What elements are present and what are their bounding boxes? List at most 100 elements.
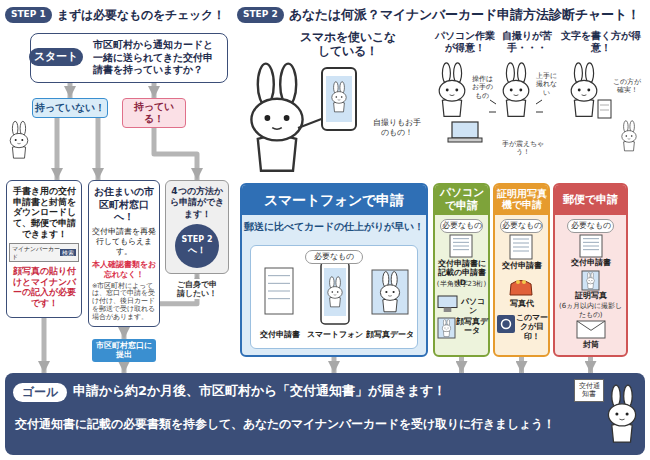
process-box: 手書き用の交付申請書と封筒をダウンロードして、郵便で申請できます！ 顔写真の貼り付… [6, 180, 82, 318]
drawing-path [510, 281, 532, 296]
edge-label: ご自身で申請したい！ [175, 279, 219, 299]
node-text: 必要なもの [440, 219, 483, 233]
drawing-line [513, 243, 529, 244]
drawing-use [251, 64, 302, 171]
drawing-rect [326, 76, 352, 122]
node-text: 手書き用の交付申請書と封筒をダウンロードして、郵便で申請できます！ [10, 186, 78, 239]
method-panel: スマートフォンで申請郵送に比べてカードの仕上がりが早い！必要なもの交付申請書スマ… [240, 183, 428, 357]
drawing-line [600, 110, 609, 111]
drawing-rect [577, 321, 605, 338]
drawing-polyline [577, 321, 605, 330]
drawing-rect [452, 122, 478, 138]
flow-arrow [332, 357, 337, 373]
drawing-line [490, 100, 496, 104]
drawing-rect [265, 268, 293, 314]
node-text: 封筒 [556, 340, 625, 350]
node-text: 本人確認書類をお忘れなく！ [92, 260, 156, 280]
drawing-rect [598, 100, 611, 118]
node-text: 市区町村から通知カードと一緒に送られてきた交付申請書を持っていますか？ [93, 39, 221, 77]
drawing-use [332, 82, 346, 112]
flow-arrow [55, 118, 60, 180]
annotation-label: スマホを使いこなしている！ [298, 30, 398, 59]
purse-icon [510, 280, 532, 295]
doc-icon [265, 268, 293, 314]
drawing-circle [502, 320, 511, 329]
node-text: お住まいの市区町村窓口へ！ [92, 186, 156, 224]
node-text: ゴール [13, 383, 67, 402]
node-text: 必要なもの [567, 219, 614, 233]
drawing-line [453, 246, 469, 247]
node-text: パソコン [458, 297, 488, 316]
drawing-rect [580, 235, 602, 257]
annotation-label: 文字を書く方が得意！ [560, 30, 642, 54]
drawing-line [536, 112, 543, 113]
node-text: 顔写真の貼り付けとマイナンバーの記入が必要です！ [10, 266, 78, 309]
node-text: スタート [29, 48, 83, 66]
flow-arrow [122, 362, 127, 373]
node-text: 写真代 [496, 299, 547, 309]
doc-icon [580, 235, 602, 257]
drawing-line [268, 298, 290, 299]
node-text: 証明用写真機で申請 [495, 185, 548, 215]
node-text: 交付申請書 [556, 258, 625, 268]
drawing-circle [516, 280, 520, 284]
node-text: 交付申請書 [496, 261, 547, 271]
rabbit-icon [608, 385, 635, 442]
node-text: 郵送に比べてカードの仕上がりが早い！ [244, 221, 424, 233]
drawing-rect [372, 270, 408, 314]
goal-bar: ゴール申請から約2か月後、市区町村から「交付通知書」が届きます！交付通知書に記載… [5, 373, 645, 455]
annotation-label: 交付通知書 [574, 379, 604, 402]
flow-arrow [588, 357, 593, 373]
drawing-use [439, 63, 465, 117]
drawing-rect [324, 268, 346, 316]
drawing-line [513, 239, 529, 240]
pc-icon [438, 296, 457, 312]
flow-arrow [96, 118, 101, 180]
drawing-line [583, 242, 599, 243]
drawing-line [583, 249, 599, 250]
drawing-use [442, 319, 450, 336]
mascot-left [10, 121, 28, 158]
drawing-line [600, 105, 609, 106]
mascot-photo [489, 63, 543, 117]
node-text: 必要なもの [500, 219, 543, 233]
mascot-pc [439, 63, 482, 142]
drawing-line [268, 291, 290, 292]
drawing-line [268, 283, 290, 284]
drawing-line [513, 247, 529, 248]
annotation-label: 操作はお手のもの [470, 75, 494, 100]
step-header: STEP 1まずは必要なものをチェック！ [5, 3, 233, 27]
annotation-label: この方が確実！ [612, 78, 642, 95]
doc-icon [450, 235, 472, 257]
photo-icon [582, 271, 599, 290]
drawing-rect [497, 315, 515, 333]
flow-arrow [154, 128, 197, 180]
answer-box: 持っていない！ [32, 98, 108, 118]
drawing-line [453, 242, 469, 243]
node-text: へ！ [188, 245, 206, 256]
env-icon [577, 321, 605, 338]
annotation-label: 手が震えちゃう！ [500, 140, 546, 157]
node-text: STEP 2 [237, 7, 284, 22]
node-text: パソコンで申請 [435, 185, 488, 215]
doc-icon [510, 235, 532, 259]
process-box: お住まいの市区町村窓口へ！交付申請書を再発行してもらえます。本人確認書類をお忘れ… [88, 180, 160, 327]
drawing-rect [321, 262, 349, 324]
node-text: 郵便で申請 [555, 185, 626, 215]
drawing-use [503, 63, 529, 117]
method-panel: 郵便で申請必要なもの交付申請書証明写真(6ヵ月以内に撮影したもの)封筒 [553, 183, 628, 357]
flow-arrow [519, 357, 524, 373]
node-text: ※市区町村によっては、窓口で申請を受け付け、後日カードを郵送で受け取れる場合があ… [92, 283, 156, 322]
node-text: マイナンバーカード [12, 245, 60, 260]
drawing-g [44, 83, 591, 373]
step-circle: STEP 2へ！ [175, 224, 219, 268]
drawing-line [536, 100, 542, 104]
node-text: このマークが目印！ [516, 313, 548, 341]
process-box: 市区町村窓口に提出 [92, 339, 156, 362]
mascot-smartphone [251, 64, 356, 171]
node-text: 持っている！ [125, 101, 183, 125]
drawing-rect [510, 235, 532, 259]
drawing-use [10, 121, 28, 158]
node-text: 持っていない！ [35, 102, 105, 114]
